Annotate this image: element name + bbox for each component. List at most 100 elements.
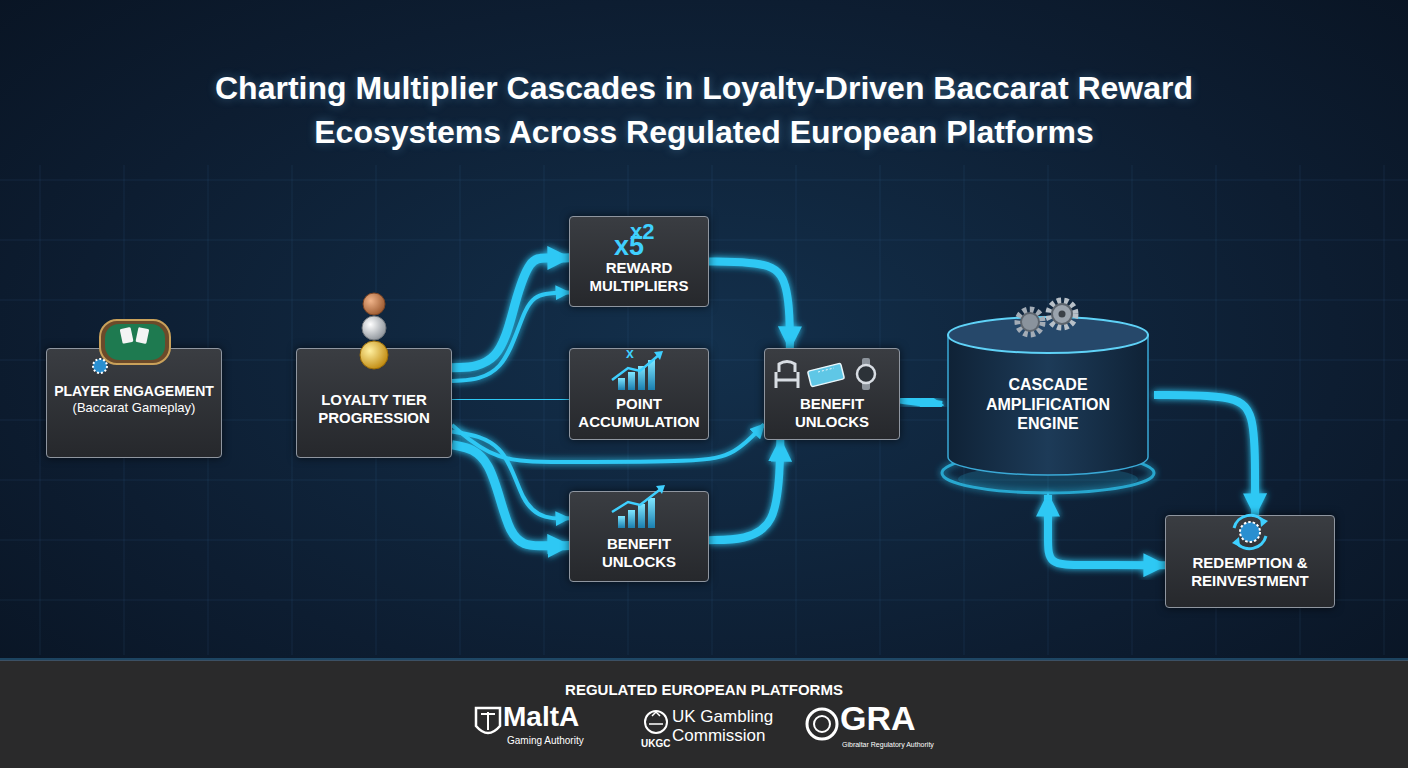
armchair-icon (776, 362, 798, 389)
node-subtitle: (Baccarat Gameplay) (73, 400, 196, 416)
node-heading: CASCADE AMPLIFICATION ENGINE (972, 375, 1124, 434)
chart-bar (628, 510, 635, 528)
growth-chart-icon (612, 351, 663, 390)
gears-icon (1018, 301, 1075, 334)
malta-cross (481, 712, 495, 730)
gra-ring (814, 716, 830, 732)
cycle-arrow-head (1260, 517, 1268, 527)
gear-teeth (1049, 301, 1075, 327)
ticket-icon (808, 363, 845, 387)
watch-face (857, 365, 875, 383)
trend-line (612, 488, 662, 512)
grid (0, 165, 1408, 655)
table-rim (100, 320, 170, 364)
gear-hub (1059, 311, 1066, 318)
node-heading: REWARD MULTIPLIERS (574, 259, 704, 296)
benefit-icons (776, 358, 875, 390)
grid-line (0, 480, 1408, 481)
growth-chart-icon (612, 485, 665, 528)
playing-card (120, 327, 134, 344)
process-box: BENEFIT UNLOCKS (569, 491, 709, 582)
chart-bar (628, 372, 635, 390)
cylinder-body (948, 335, 1148, 475)
process-box: REDEMPTION & REINVESTMENT (1165, 515, 1335, 608)
flow-arrow (709, 440, 780, 540)
regulator-logo-subtext: UKGC (641, 738, 670, 749)
grid-line (40, 165, 41, 655)
cycle-arrow (1236, 536, 1266, 549)
flow-arrow (222, 399, 296, 407)
multiplier-badge: x5 (614, 232, 644, 262)
gear-body (1021, 313, 1039, 331)
gear-teeth (1018, 310, 1042, 334)
grid-line (460, 165, 461, 655)
grid-line (292, 165, 293, 655)
flow-arrow (452, 396, 569, 404)
cycle-arrow (1234, 515, 1264, 528)
casino-chip (1240, 522, 1260, 542)
regulator-logo-text: GRA (840, 700, 916, 737)
multiplier-badge: x (626, 346, 634, 361)
gra-ring (807, 709, 837, 739)
ukgc-crest-detail (649, 712, 663, 724)
flow-arrow (1154, 395, 1255, 515)
process-box: PLAYER ENGAGEMENT(Baccarat Gameplay) (46, 348, 222, 458)
grid-line (544, 165, 545, 655)
malta-shield (476, 708, 500, 733)
silver-medal (362, 316, 386, 340)
playing-card (135, 327, 149, 344)
ukgc-crest (645, 711, 667, 733)
cylinder-top (948, 317, 1148, 353)
node-heading: BENEFIT UNLOCKS (574, 535, 704, 572)
flow-arrow (709, 262, 790, 349)
process-box: POINT ACCUMULATION (569, 348, 709, 440)
node-heading: BENEFIT UNLOCKS (769, 395, 895, 432)
node-heading: REDEMPTION & REINVESTMENT (1170, 554, 1330, 591)
flow-arrow (709, 396, 764, 404)
node-heading: PLAYER ENGAGEMENT (54, 383, 214, 400)
cylinder-outline (942, 295, 1154, 495)
reinvest-coin-icon (1232, 515, 1268, 548)
tier-medals-icon (360, 293, 388, 369)
chart-bar (648, 498, 655, 528)
regulator-logo-subtext: Gibraltar Regulatory Authority (842, 741, 934, 749)
watch-strap (862, 358, 870, 390)
flow-arrow (1048, 495, 1165, 565)
chart-bar (648, 360, 655, 390)
connectors (222, 258, 1255, 565)
process-box: LOYALTY TIER PROGRESSION (296, 348, 452, 458)
regulator-logo-text: UK Gambling Commission (672, 708, 784, 745)
diagram-title: Charting Multiplier Cascades in Loyalty-… (164, 66, 1244, 154)
engine-cylinder: CASCADE AMPLIFICATION ENGINE (942, 295, 1154, 495)
grid-line (712, 165, 713, 655)
flow-arrow (452, 292, 569, 381)
chart-bar (618, 378, 625, 390)
process-box: BENEFIT UNLOCKS (764, 348, 900, 440)
grid-line (1384, 165, 1385, 655)
chart-bar (638, 504, 645, 528)
node-heading: LOYALTY TIER PROGRESSION (305, 391, 443, 428)
gold-medal (360, 341, 388, 369)
cycle-arrow-head (1232, 537, 1240, 547)
node-heading: REGULATED EUROPEAN PLATFORMS (565, 681, 843, 699)
regulator-logo-subtext: Gaming Authority (507, 735, 584, 746)
gear-body (1052, 304, 1072, 324)
grid-line (0, 180, 1408, 181)
flow-arrow (452, 445, 569, 546)
bronze-medal (363, 293, 385, 315)
node-heading: POINT ACCUMULATION (574, 395, 704, 432)
chart-bar (638, 366, 645, 390)
trend-line (612, 354, 660, 380)
table-felt (105, 324, 165, 360)
regulator-logo-text: MaltA (503, 702, 579, 733)
baccarat-table-icon (93, 320, 170, 373)
chart-bar (618, 516, 625, 528)
ticket-perforation (818, 368, 834, 372)
casino-chip (93, 359, 107, 373)
flow-arrow (900, 400, 942, 405)
